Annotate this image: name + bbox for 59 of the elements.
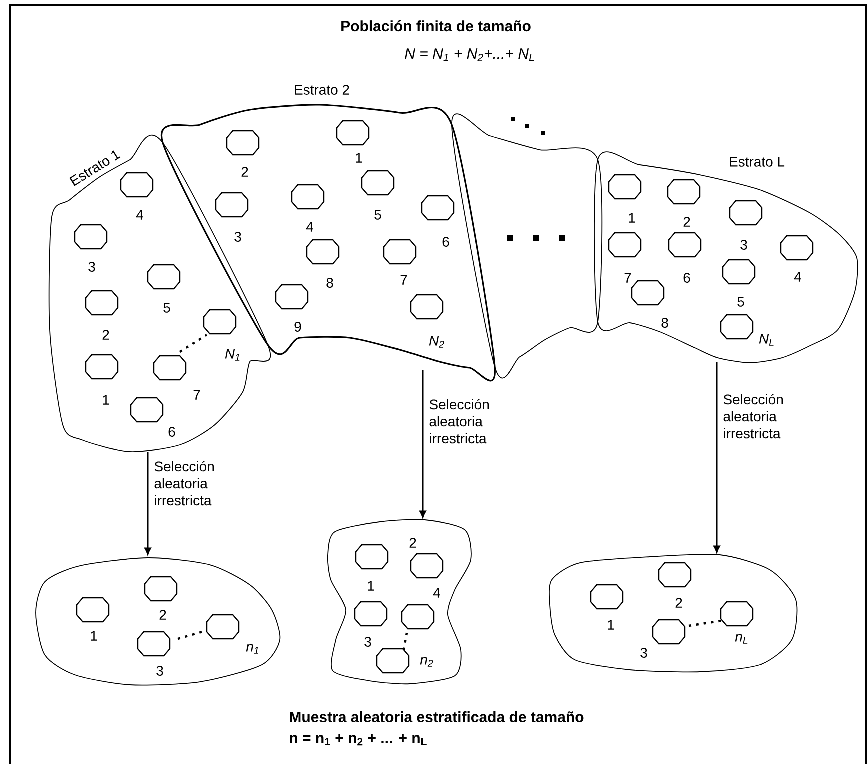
title: Población finita de tamaño xyxy=(342,20,531,32)
number-label: 6 xyxy=(684,273,690,283)
number-label: 1 xyxy=(103,395,110,405)
number-label: 1 xyxy=(608,620,614,630)
edge-label: Selección aleatoria irrestricta xyxy=(430,399,489,444)
number-label: 4 xyxy=(306,222,314,232)
number-label: 6 xyxy=(442,237,450,247)
number-label: 7 xyxy=(194,390,200,400)
stratum-region xyxy=(48,134,272,453)
number-label: 8 xyxy=(662,318,668,328)
number-label: 1 xyxy=(91,631,98,641)
stratum-region xyxy=(160,85,496,382)
number-label: 5 xyxy=(374,210,382,220)
number-label: 3 xyxy=(740,240,748,250)
stratum-label: Estrato L xyxy=(730,157,785,167)
number-label: 1 xyxy=(629,213,636,223)
stratum-region xyxy=(594,152,858,364)
edge-label: Selección aleatoria irrestricta xyxy=(154,461,214,506)
stratum-label: Estrato 2 xyxy=(295,85,350,95)
size-label: n$_{1}$ xyxy=(246,644,259,654)
number-label: 3 xyxy=(234,232,242,242)
caption: Muestra aleatoria estratificada de tamaño xyxy=(290,712,584,722)
number-label: 1 xyxy=(368,581,374,591)
sample-region xyxy=(327,519,472,685)
number-label: 4 xyxy=(136,210,144,220)
number-label: 2 xyxy=(676,598,682,608)
number-label: 5 xyxy=(164,303,170,313)
arrow xyxy=(714,362,720,553)
size-label: N$_{2}$ xyxy=(429,336,444,348)
size-label: N$_{L}$ xyxy=(759,334,774,346)
formula: N = N$_{1}$ + N$_{2}$+...+ N$_{L}$ xyxy=(405,48,534,62)
arrow xyxy=(144,452,152,555)
number-label: 2 xyxy=(410,538,416,548)
number-label: 5 xyxy=(738,297,744,307)
number-label: 2 xyxy=(160,610,166,620)
number-label: 9 xyxy=(294,322,302,332)
number-label: 2 xyxy=(102,330,110,340)
size-label: n$_{2}$ xyxy=(420,657,434,667)
arrow xyxy=(420,370,426,518)
sample-region xyxy=(549,554,798,673)
number-label: 4 xyxy=(794,272,802,282)
sample-region xyxy=(36,558,281,686)
number-label: 3 xyxy=(88,262,96,272)
number-label: 6 xyxy=(168,427,176,437)
stratum-region xyxy=(452,114,603,379)
number-label: 3 xyxy=(156,666,164,676)
number-label: 2 xyxy=(242,167,248,177)
number-label: 2 xyxy=(684,217,690,227)
number-label: 1 xyxy=(356,153,362,163)
number-label: 4 xyxy=(433,588,440,598)
number-label: 7 xyxy=(400,275,408,285)
number-label: 7 xyxy=(624,273,632,283)
number-label: 8 xyxy=(326,278,334,288)
number-label: 3 xyxy=(640,648,648,658)
number-label: 3 xyxy=(364,637,372,647)
edge-label: Selección aleatoria irrestricta xyxy=(724,394,783,439)
size-label: n$_{L}$ xyxy=(735,634,748,644)
formula: n = n$_{1}$ + n$_{2}$ + ... + n$_{L}$ xyxy=(290,734,427,746)
size-label: N$_{1}$ xyxy=(225,349,240,361)
